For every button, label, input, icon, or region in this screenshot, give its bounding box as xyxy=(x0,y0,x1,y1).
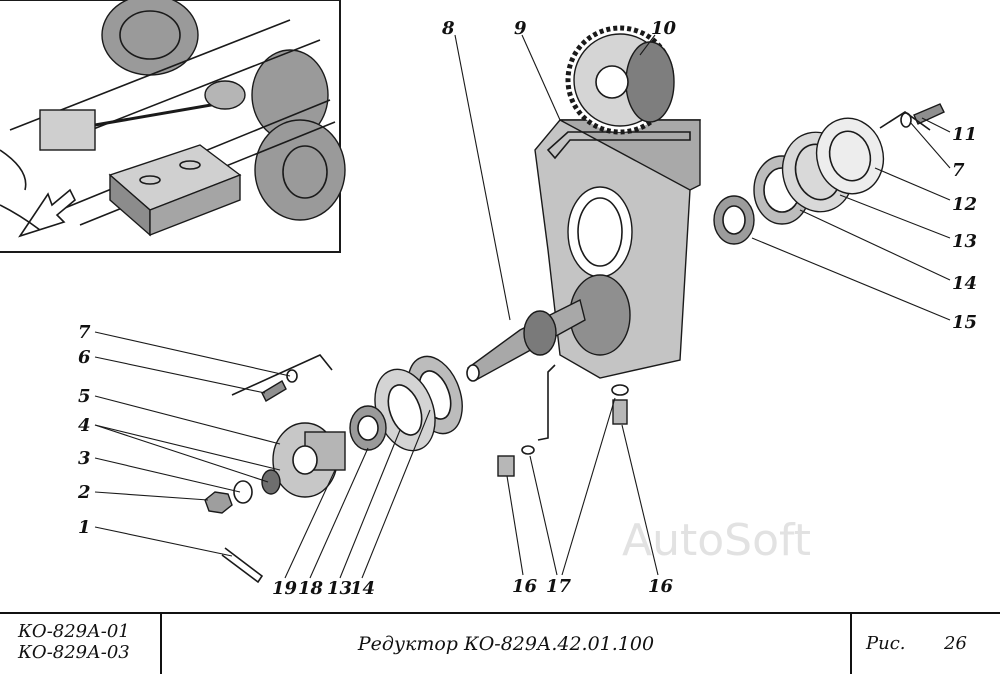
callout-9: 9 xyxy=(514,18,527,39)
driven-gear xyxy=(565,25,675,135)
right-side-parts xyxy=(713,103,945,245)
callout-12: 12 xyxy=(952,194,977,215)
plugs xyxy=(497,364,629,477)
title-block: КО-829А-01 КО-829А-03 Редуктор КО-829А.4… xyxy=(0,612,1000,674)
callout-6: 6 xyxy=(78,347,91,368)
left-side-parts xyxy=(204,354,463,584)
exploded-assembly-drawing: 8 9 10 11 7 12 13 14 15 7 6 5 4 3 2 1 19… xyxy=(0,0,977,599)
callout-1: 1 xyxy=(78,517,91,538)
callout-18: 18 xyxy=(298,578,324,599)
callout-8: 8 xyxy=(441,18,455,39)
callout-13-right: 13 xyxy=(952,231,977,252)
model-number-2: КО-829А-03 xyxy=(18,642,130,663)
callout-14-bottom: 14 xyxy=(350,578,375,599)
callout-2: 2 xyxy=(77,482,91,503)
callout-19: 19 xyxy=(272,578,298,599)
callout-7-left: 7 xyxy=(78,322,91,343)
callout-3: 3 xyxy=(78,448,91,469)
callout-10: 10 xyxy=(651,18,677,39)
callout-17: 17 xyxy=(546,576,572,597)
reducer-housing xyxy=(534,119,701,379)
watermark-text: AutoSoft xyxy=(622,515,811,566)
callout-labels: 8 9 10 11 7 12 13 14 15 7 6 5 4 3 2 1 19… xyxy=(77,18,977,599)
drawing-title-cell: Редуктор КО-829А.42.01.100 xyxy=(162,614,852,674)
callout-15: 15 xyxy=(952,312,977,333)
callout-11: 11 xyxy=(952,124,977,145)
callout-7-right: 7 xyxy=(952,160,965,181)
callout-16-right: 16 xyxy=(648,576,674,597)
figure-number: 26 xyxy=(944,633,967,654)
callout-5: 5 xyxy=(78,386,91,407)
callout-14-right: 14 xyxy=(952,273,977,294)
input-shaft xyxy=(466,298,586,382)
callout-13-bottom: 13 xyxy=(327,578,352,599)
figure-number-cell: Рис. 26 xyxy=(852,614,1000,674)
model-number-1: КО-829А-01 xyxy=(18,621,130,642)
model-numbers-cell: КО-829А-01 КО-829А-03 xyxy=(0,614,162,674)
callout-4: 4 xyxy=(78,415,91,436)
callout-16-left: 16 xyxy=(512,576,538,597)
drawing-title: Редуктор КО-829А.42.01.100 xyxy=(357,633,655,655)
vehicle-location-inset xyxy=(0,0,346,253)
figure-label: Рис. xyxy=(866,633,906,654)
leader-lines xyxy=(94,34,951,579)
